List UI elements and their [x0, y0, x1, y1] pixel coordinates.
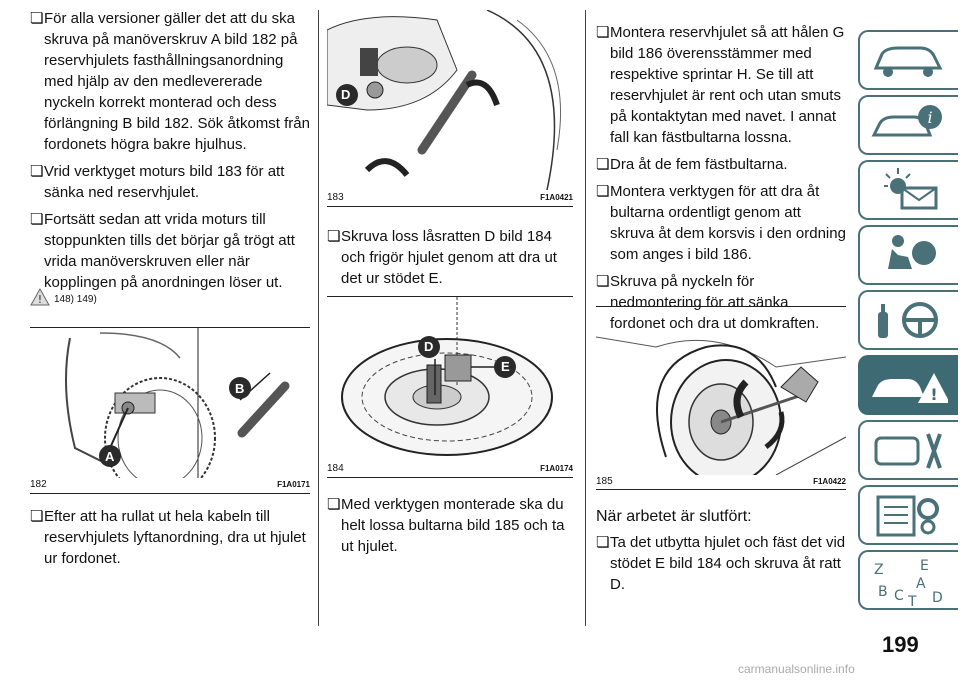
callout-b: B — [235, 381, 245, 396]
list-item-text: Montera verktygen för att dra åt bultarn… — [610, 183, 846, 263]
figure-number: 182 — [30, 479, 47, 490]
index-letter: A — [916, 576, 926, 592]
figure-code: F1A0174 — [540, 464, 573, 473]
figure-number: 184 — [327, 463, 344, 474]
figure-number: 183 — [327, 192, 344, 203]
callout-e: E — [501, 359, 510, 374]
svg-text:i: i — [927, 108, 932, 127]
col3-list-bottom: ❏Ta det utbytta hjulet och fäst det vid … — [596, 532, 846, 601]
list-item: ❏Ta det utbytta hjulet och fäst det vid … — [596, 532, 846, 595]
checkbox-bullet-icon: ❏ — [30, 10, 44, 27]
checkbox-bullet-icon: ❏ — [596, 24, 610, 41]
section-subheading: När arbetet är slutfört: — [596, 508, 752, 525]
list-item: ❏Vrid verktyget moturs bild 183 för att … — [30, 161, 310, 203]
list-item: ❏Montera verktygen för att dra åt bultar… — [596, 181, 846, 265]
callout-d: D — [341, 87, 351, 102]
callout-d: D — [424, 339, 434, 354]
page-number: 199 — [882, 632, 919, 657]
list-item-text: Fortsätt sedan att vrida moturs till sto… — [44, 211, 295, 291]
warning-note: ! 148) 149) — [30, 287, 97, 306]
col2-list-mid: ❏Skruva loss låsratten D bild 184 och fr… — [327, 226, 573, 295]
figure-code: F1A0171 — [277, 480, 310, 489]
watermark-footer: carmanualsonline.info — [738, 662, 855, 676]
callout-a: A — [105, 449, 115, 464]
checkbox-bullet-icon: ❏ — [327, 496, 341, 513]
list-item-text: Vrid verktyget moturs bild 183 för att s… — [44, 163, 285, 201]
list-item-text: Med verktygen monterade ska du helt loss… — [341, 496, 565, 555]
list-item: ❏Skruva loss låsratten D bild 184 och fr… — [327, 226, 573, 289]
col2-list-bottom: ❏Med verktygen monterade ska du helt los… — [327, 494, 573, 563]
index-letter: E — [920, 558, 929, 574]
index-letter: D — [932, 590, 943, 606]
car-info-icon: i — [871, 105, 942, 137]
list-item-text: Dra åt de fem fästbultarna. — [610, 156, 788, 173]
figure-code: F1A0421 — [540, 193, 573, 202]
column-divider-2 — [585, 10, 586, 626]
tab-emergency[interactable]: ! — [858, 355, 958, 415]
list-item: ❏Med verktygen monterade ska du helt los… — [327, 494, 573, 557]
car-dashboard-icon — [873, 46, 943, 77]
specs-gear-icon — [876, 495, 939, 537]
svg-text:!: ! — [38, 293, 42, 306]
tab-specs[interactable] — [858, 485, 958, 545]
figure-number: 185 — [596, 476, 613, 487]
index-letter: C — [894, 588, 904, 604]
figure-185: 185 F1A0422 — [595, 306, 847, 490]
figure-182: A B 182 F1A0171 — [30, 327, 310, 499]
checkbox-bullet-icon: ❏ — [596, 183, 610, 200]
figure-183: D 183 F1A0421 — [326, 9, 573, 207]
col1-list-bottom: ❏Efter att ha rullat ut hela kabeln till… — [30, 506, 310, 575]
list-item: ❏För alla versioner gäller det att du sk… — [30, 8, 310, 155]
index-letter: Z — [874, 562, 884, 578]
warning-icon: ! — [30, 287, 50, 309]
list-item: ❏Fortsätt sedan att vrida moturs till st… — [30, 209, 310, 293]
checkbox-bullet-icon: ❏ — [327, 228, 341, 245]
figure-183-illustration — [326, 9, 562, 191]
checkbox-bullet-icon: ❏ — [30, 508, 44, 525]
figure-185-illustration — [595, 336, 847, 485]
lights-envelope-icon — [884, 168, 938, 210]
index-letter: T — [907, 594, 917, 606]
list-item-text: Ta det utbytta hjulet och fäst det vid s… — [610, 534, 846, 593]
list-item-text: Montera reservhjulet så att hålen G bild… — [610, 24, 845, 146]
steering-oil-icon — [878, 302, 938, 338]
checkbox-bullet-icon: ❏ — [596, 273, 610, 290]
index-letter: B — [878, 584, 888, 600]
tab-safety[interactable] — [858, 225, 958, 285]
tab-info[interactable]: i — [858, 95, 958, 155]
svg-text:!: ! — [930, 385, 937, 404]
list-item-text: Skruva loss låsratten D bild 184 och fri… — [341, 228, 557, 287]
figure-184-illustration — [341, 297, 553, 456]
tab-maintenance[interactable] — [858, 420, 958, 480]
list-item: ❏Dra åt de fem fästbultarna. — [596, 154, 846, 175]
checkbox-bullet-icon: ❏ — [596, 534, 610, 551]
car-tools-icon — [874, 433, 942, 469]
checkbox-bullet-icon: ❏ — [596, 156, 610, 173]
list-item-text: För alla versioner gäller det att du ska… — [44, 10, 310, 153]
checkbox-bullet-icon: ❏ — [30, 211, 44, 228]
list-item: ❏Montera reservhjulet så att hålen G bil… — [596, 22, 846, 148]
list-item: ❏Efter att ha rullat ut hela kabeln till… — [30, 506, 310, 569]
column-divider-1 — [318, 10, 319, 626]
tab-dashboard[interactable] — [858, 30, 958, 90]
airbag-seat-icon — [888, 235, 936, 269]
checkbox-bullet-icon: ❏ — [30, 163, 44, 180]
figure-184: D E 184 F1A0174 — [327, 296, 573, 478]
emergency-car-icon: ! — [872, 373, 948, 404]
figure-code: F1A0422 — [813, 477, 846, 486]
col1-list-top: ❏För alla versioner gäller det att du sk… — [30, 8, 310, 299]
col3-list-top: ❏Montera reservhjulet så att hålen G bil… — [596, 22, 846, 340]
figure-182-illustration — [65, 328, 290, 499]
tab-driving[interactable] — [858, 290, 958, 350]
list-item-text: Efter att ha rullat ut hela kabeln till … — [44, 508, 306, 567]
tab-lights[interactable] — [858, 160, 958, 220]
